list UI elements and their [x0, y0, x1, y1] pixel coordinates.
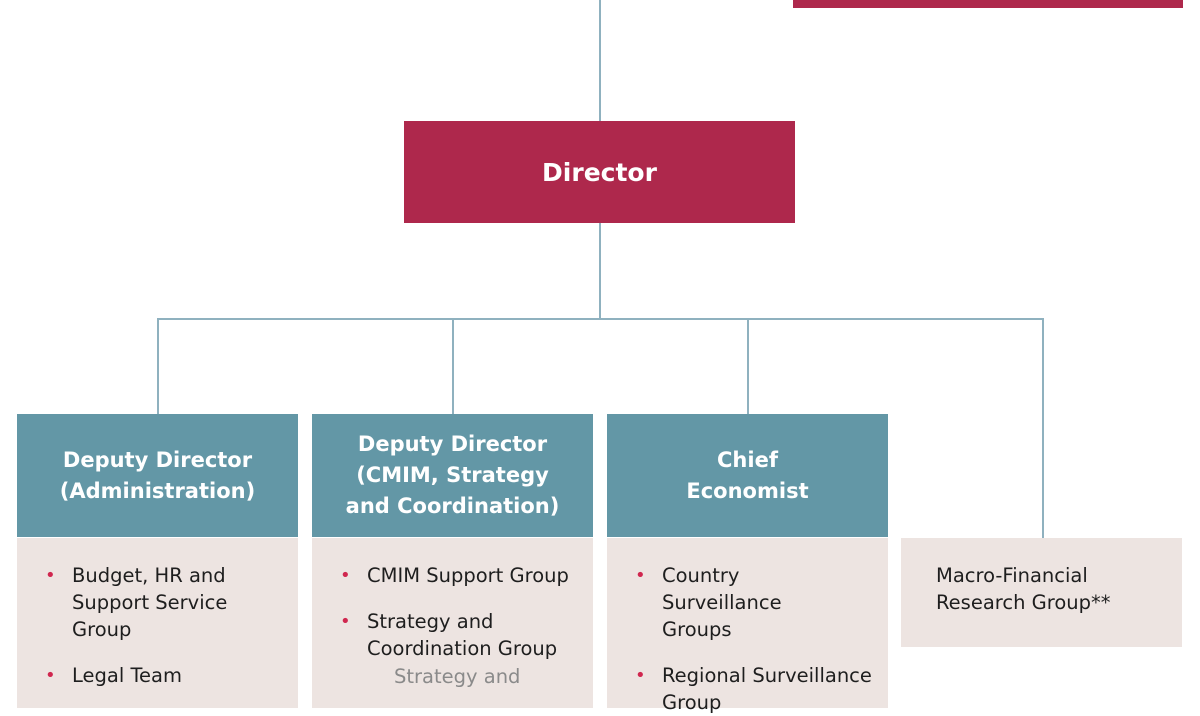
connector-unit-3 — [747, 318, 749, 414]
item-label: Strategy and Coordination Group — [367, 610, 558, 660]
sub-item: Strategy and — [394, 665, 521, 688]
list-item: • CMIM Support Group — [312, 562, 593, 589]
unit-title: Chief Economist — [686, 447, 809, 503]
director-box: Director — [404, 121, 795, 223]
bullet-icon: • — [635, 565, 646, 586]
unit-title: Deputy Director (Administration) — [59, 447, 256, 503]
deputy-director-cmim-body: • CMIM Support Group • Strategy and Coordi… — [312, 538, 593, 708]
bullet-icon: • — [45, 565, 56, 586]
item-label: Country Surveillance Groups — [662, 564, 782, 641]
director-label: Director — [542, 157, 657, 187]
deputy-director-cmim-header: Deputy Director (CMIM, Strategy and Coor… — [312, 414, 593, 537]
bullet-icon: • — [635, 665, 646, 686]
deputy-director-admin-header: Deputy Director (Administration) — [17, 414, 298, 537]
item-label: Budget, HR and Support Service Group — [72, 564, 228, 641]
list-item: • Regional Surveillance Group — [607, 662, 888, 716]
item-label: CMIM Support Group — [367, 564, 569, 587]
macro-financial-label: Macro-Financial Research Group** — [936, 564, 1111, 614]
connector-director-down — [599, 223, 601, 319]
bullet-icon: • — [340, 565, 351, 586]
connector-top — [599, 0, 601, 121]
deputy-director-admin-body: • Budget, HR and Support Service Group • L… — [17, 538, 298, 708]
top-box — [793, 0, 1183, 8]
bullet-icon: • — [340, 611, 351, 632]
list-item: • Strategy and Coordination Group — [312, 608, 593, 662]
connector-unit-1 — [157, 318, 159, 414]
chief-economist-body: • Country Surveillance Groups • Regional S… — [607, 538, 888, 714]
chief-economist-header: Chief Economist — [607, 414, 888, 537]
connector-horizontal — [157, 318, 1043, 320]
bullet-icon: • — [45, 665, 56, 686]
connector-unit-4 — [1042, 318, 1044, 538]
item-label: Legal Team — [72, 664, 183, 687]
macro-financial-box: Macro-Financial Research Group** — [901, 538, 1182, 647]
item-label: Regional Surveillance Group — [662, 664, 872, 714]
connector-unit-2 — [452, 318, 454, 414]
list-item: • Legal Team — [17, 662, 298, 689]
unit-title: Deputy Director (CMIM, Strategy and Coor… — [345, 432, 560, 518]
list-item: • Country Surveillance Groups — [607, 562, 888, 643]
list-item: • Budget, HR and Support Service Group — [17, 562, 298, 643]
